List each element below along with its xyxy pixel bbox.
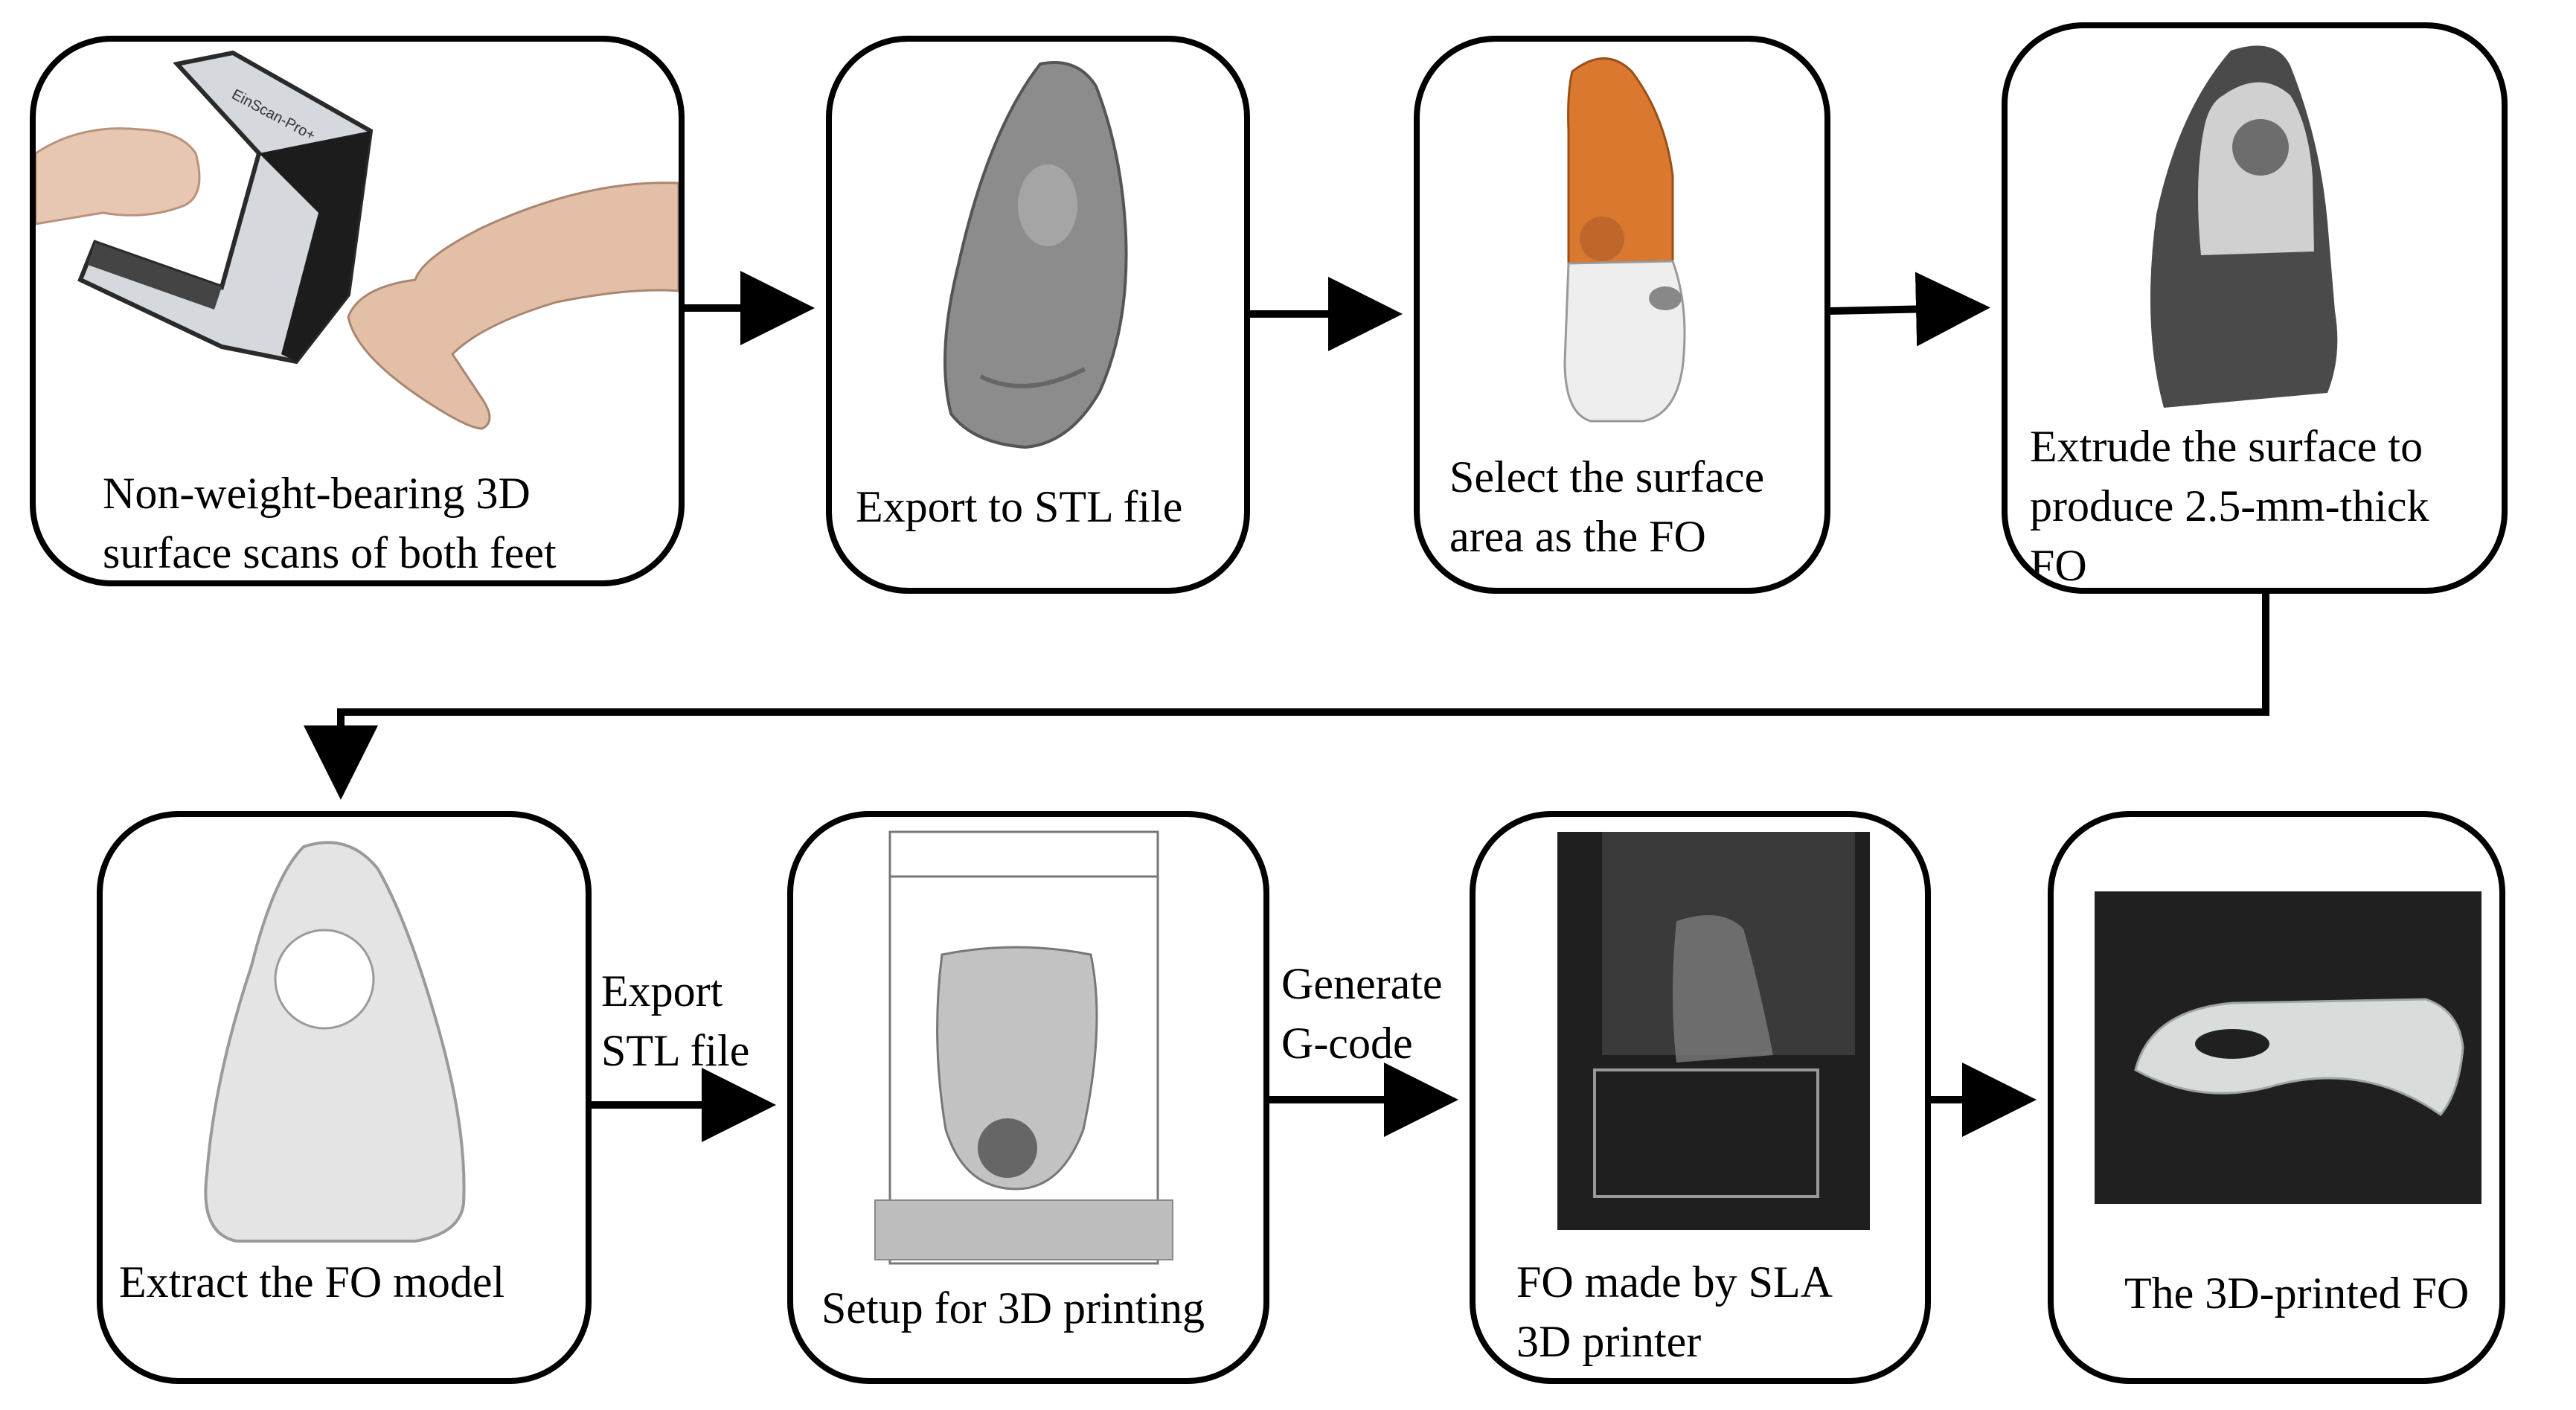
step-extract-caption: Extract the FO model bbox=[119, 1257, 505, 1307]
printed-fo-on-platform bbox=[1673, 915, 1773, 1063]
step-extrude-box: Extrude the surface to produce 2.5-mm-th… bbox=[2002, 22, 2508, 594]
step-extract-box: Extract the FO model bbox=[97, 811, 592, 1384]
scanner-icon: EinScan-Pro+ bbox=[77, 50, 374, 365]
fo-model-hole bbox=[274, 929, 375, 1030]
extruded-fo-hole bbox=[2232, 119, 2289, 176]
extruded-fo-illustration bbox=[2150, 45, 2338, 408]
step-scan-caption: Non-weight-bearing 3D surface scans of b… bbox=[103, 469, 557, 577]
leg-and-foot-shape bbox=[347, 182, 679, 430]
step-printed-box: The 3D-printed FO bbox=[2048, 811, 2505, 1384]
build-platform bbox=[874, 1199, 1173, 1260]
step-extrude-caption: Extrude the surface to produce 2.5-mm-th… bbox=[2030, 422, 2429, 590]
fo-model-illustration bbox=[204, 841, 466, 1243]
step-scan-box: EinScan-Pro+ Non-weight-bearing 3D surfa… bbox=[30, 36, 685, 586]
scanner-and-leg-illustration: EinScan-Pro+ bbox=[36, 50, 679, 430]
edge-label-generate-gcode: Generate G-code bbox=[1281, 959, 1443, 1068]
step-export-stl-caption: Export to STL file bbox=[856, 482, 1183, 531]
step-export-stl-box: Export to STL file bbox=[826, 36, 1250, 594]
step-printed-caption: The 3D-printed FO bbox=[2124, 1269, 2470, 1318]
surface-selection-illustration bbox=[1563, 57, 1686, 423]
foot-mesh-illustration bbox=[943, 61, 1128, 449]
arrow-select-to-extrude bbox=[1830, 272, 1990, 347]
printed-fo-shape bbox=[2134, 998, 2464, 1117]
hand-shape bbox=[36, 127, 201, 225]
step-select-surface-box: Select the surface area as the FO bbox=[1414, 36, 1830, 594]
sla-printer-photo bbox=[1557, 832, 1870, 1230]
arrow-extrude-to-extract bbox=[304, 594, 2269, 800]
fo-on-platform-shape bbox=[936, 946, 1098, 1191]
step-setup-box: Setup for 3D printing bbox=[787, 811, 1269, 1384]
print-setup-illustration bbox=[874, 830, 1173, 1265]
selected-orange-area bbox=[1567, 57, 1674, 265]
edge-label-export-stl: Export STL file bbox=[601, 967, 750, 1075]
step-setup-caption: Setup for 3D printing bbox=[821, 1284, 1205, 1333]
foot-mesh-shape bbox=[943, 61, 1128, 449]
fo-model-shape bbox=[204, 841, 466, 1243]
printed-fo-photo bbox=[2095, 891, 2482, 1204]
step-sla-caption: FO made by SLA 3D printer bbox=[1516, 1257, 1833, 1366]
step-sla-box: FO made by SLA 3D printer bbox=[1470, 811, 1931, 1384]
step-select-surface-caption: Select the surface area as the FO bbox=[1449, 452, 1765, 561]
build-volume-frame bbox=[888, 830, 1159, 1265]
